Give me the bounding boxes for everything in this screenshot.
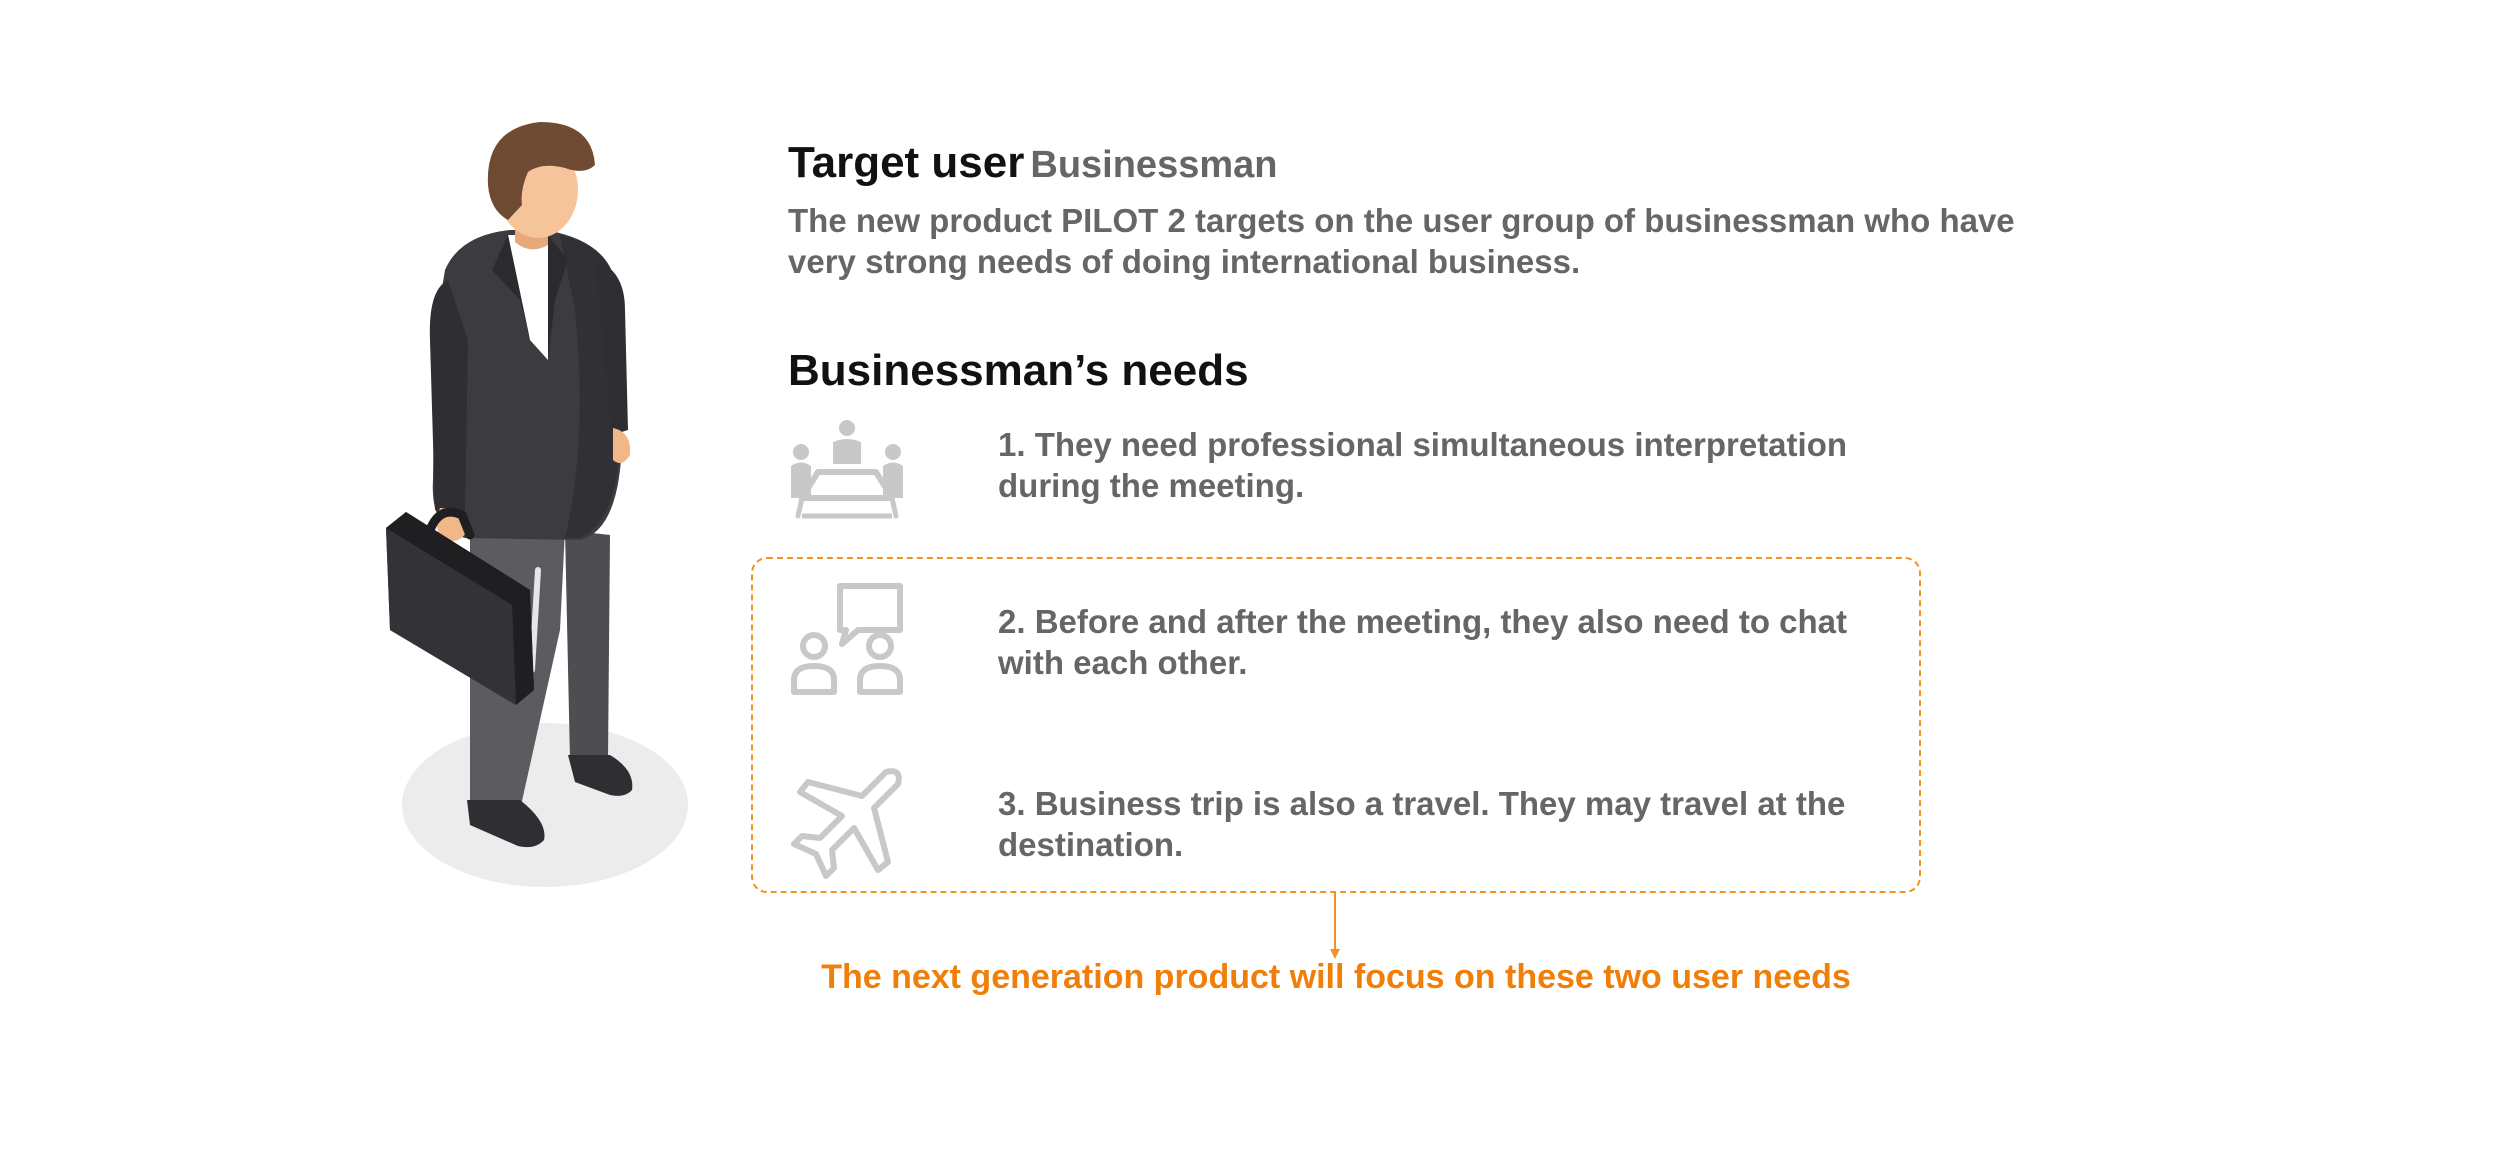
- title-text: Target user: [788, 138, 1025, 187]
- front-shoe: [467, 800, 545, 848]
- right-arm: [595, 260, 628, 435]
- businessman-illustration: [386, 122, 688, 887]
- need-item-1: 1. They need professional simultaneous i…: [998, 426, 1848, 504]
- shirt: [508, 235, 548, 360]
- intro-text: The new product PILOT 2 targets on the u…: [788, 202, 2015, 280]
- focus-highlight-box: [751, 557, 1921, 893]
- connector-arrow-icon: [1330, 893, 1340, 959]
- back-leg: [565, 530, 610, 760]
- meeting-icon: [791, 420, 903, 519]
- need-item-3: 3. Business trip is also a travel. They …: [998, 785, 1846, 863]
- left-arm: [429, 280, 468, 515]
- focus-note: The next generation product will focus o…: [821, 958, 1851, 996]
- back-shoe: [568, 755, 633, 796]
- title-subtitle: Businessman: [1030, 144, 1278, 186]
- need-item-2: 2. Before and after the meeting, they al…: [998, 603, 1848, 681]
- right-hand: [613, 428, 631, 464]
- chat-icon: [791, 583, 903, 695]
- ground-shadow: [402, 723, 688, 887]
- hair: [487, 122, 595, 220]
- needs-heading: Businessman’s needs: [788, 346, 1249, 395]
- airplane-icon: [791, 768, 902, 879]
